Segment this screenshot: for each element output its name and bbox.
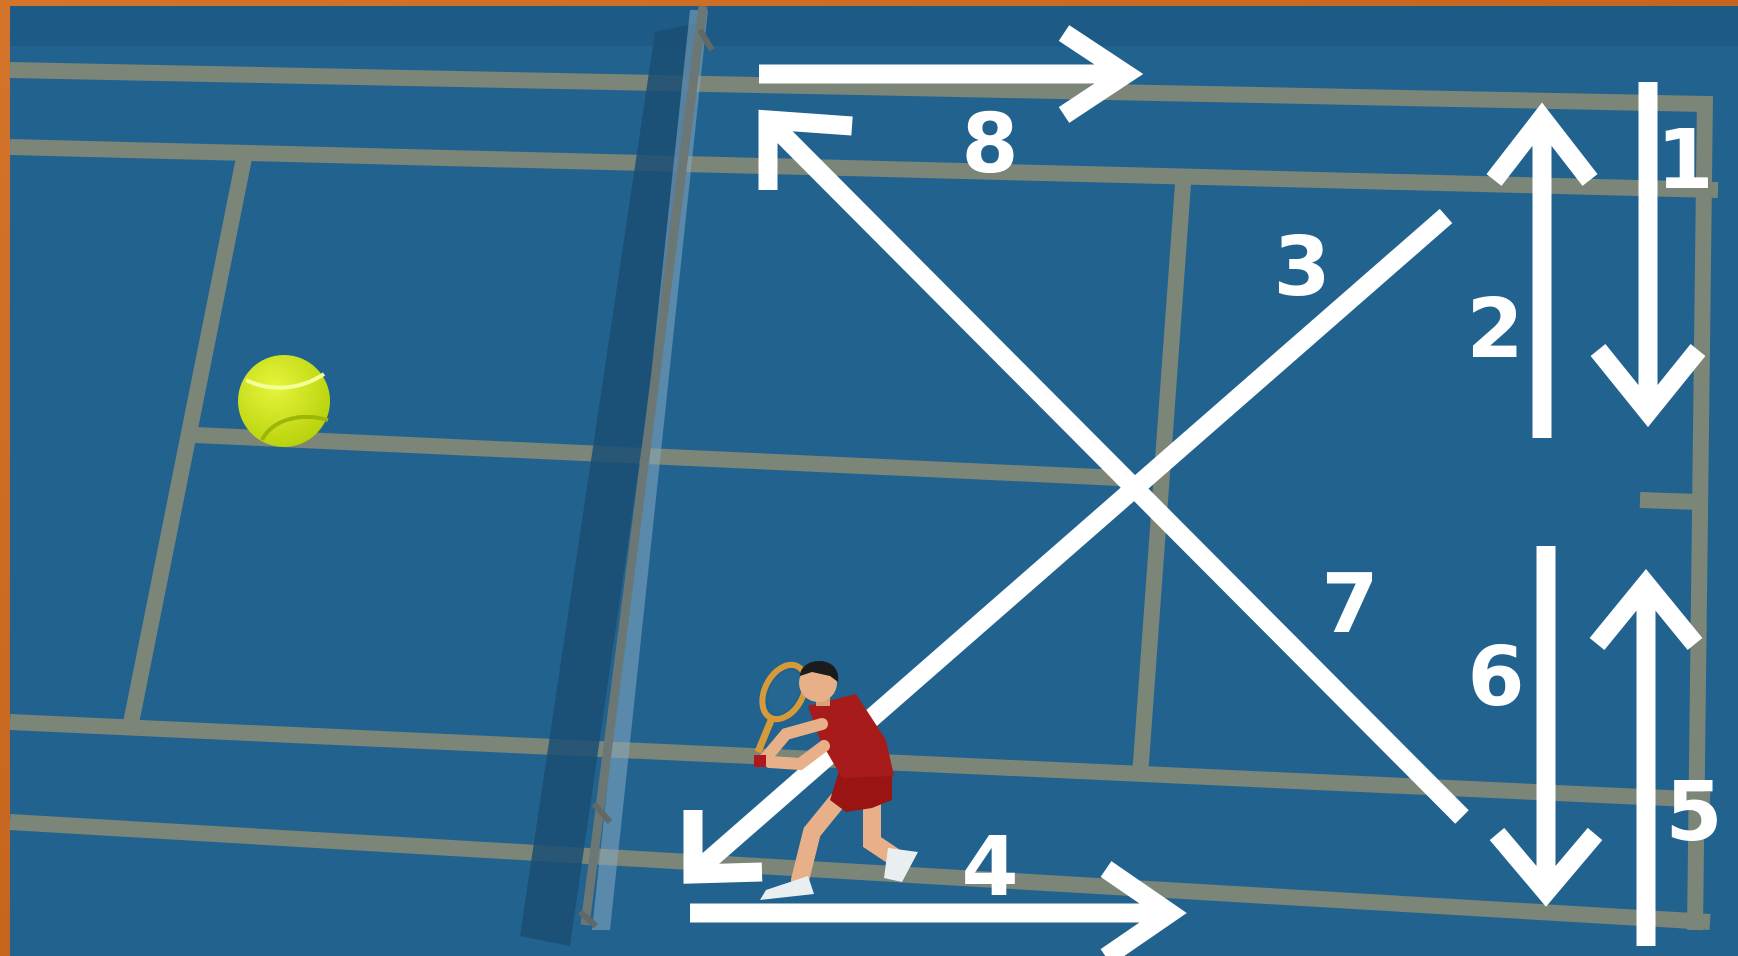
label-8: 8 [961, 97, 1018, 192]
label-5: 5 [1665, 765, 1722, 860]
label-4: 4 [961, 820, 1018, 915]
label-6: 6 [1467, 630, 1524, 725]
label-3: 3 [1273, 220, 1330, 315]
label-1: 1 [1656, 113, 1713, 208]
center-mark [1640, 500, 1698, 502]
label-2: 2 [1466, 282, 1523, 377]
tennis-ball-icon [238, 355, 330, 447]
label-7: 7 [1321, 557, 1378, 652]
court-surround-top [10, 6, 1738, 46]
